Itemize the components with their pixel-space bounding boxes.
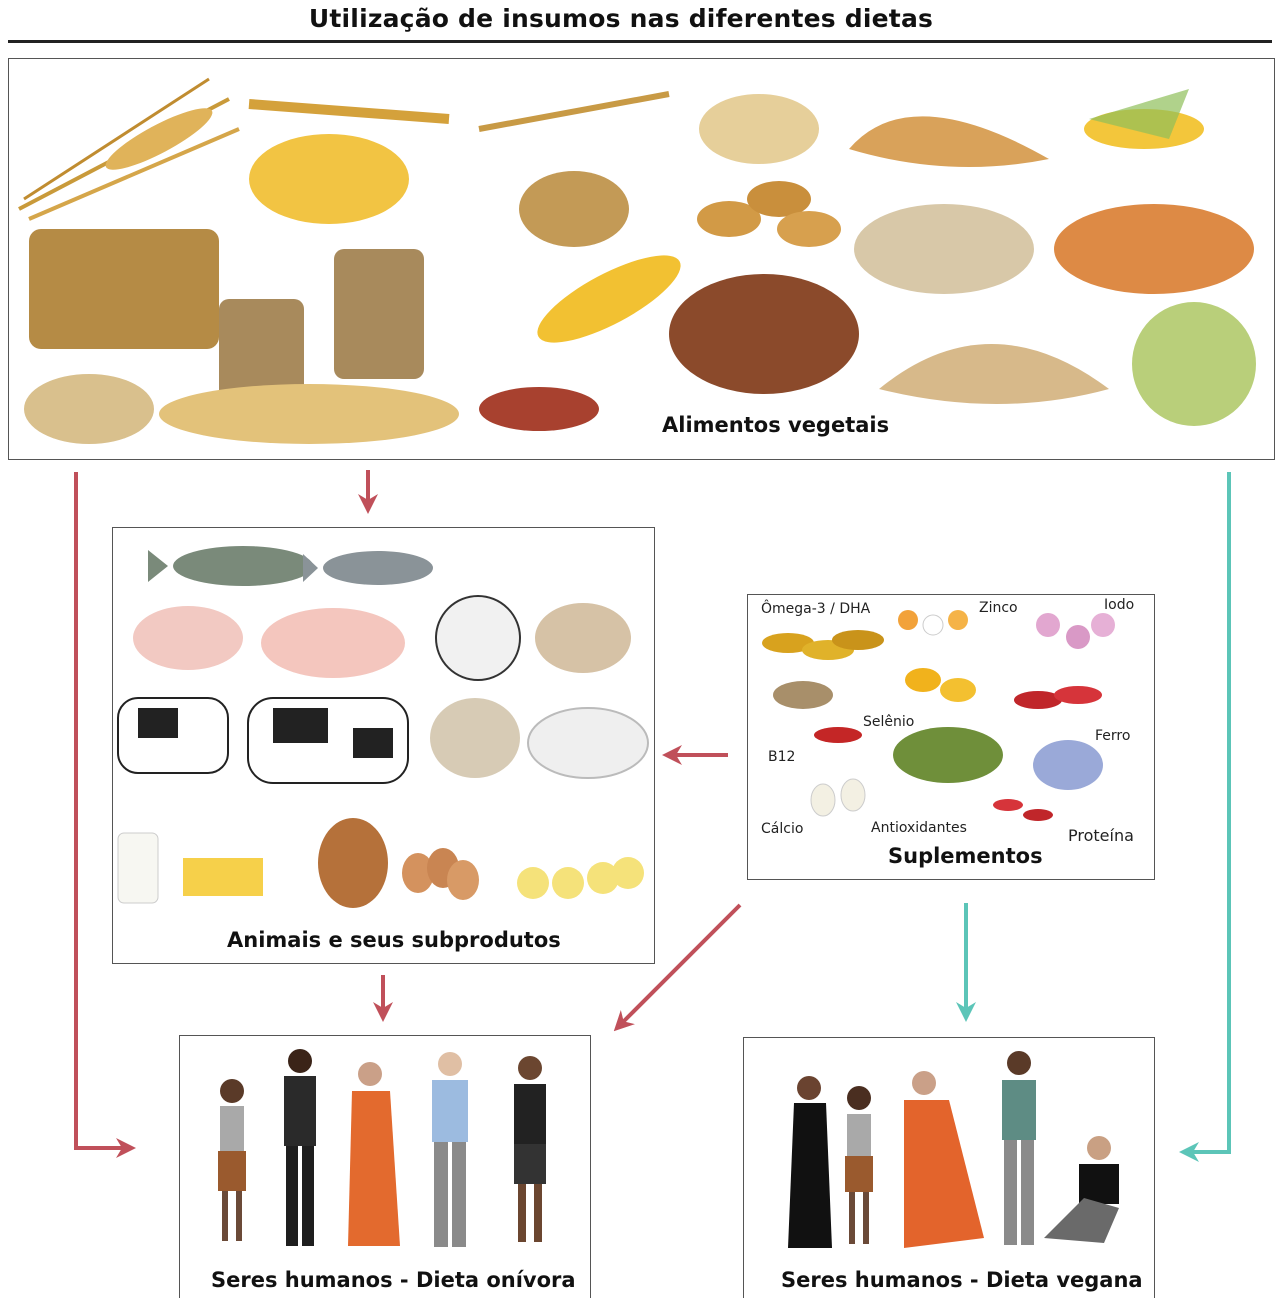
arrow-vegetais-to-onivora — [76, 472, 130, 1148]
arrow-vegetais-to-vegana — [1185, 472, 1229, 1152]
arrow-suplementos-to-onivora — [618, 905, 740, 1027]
